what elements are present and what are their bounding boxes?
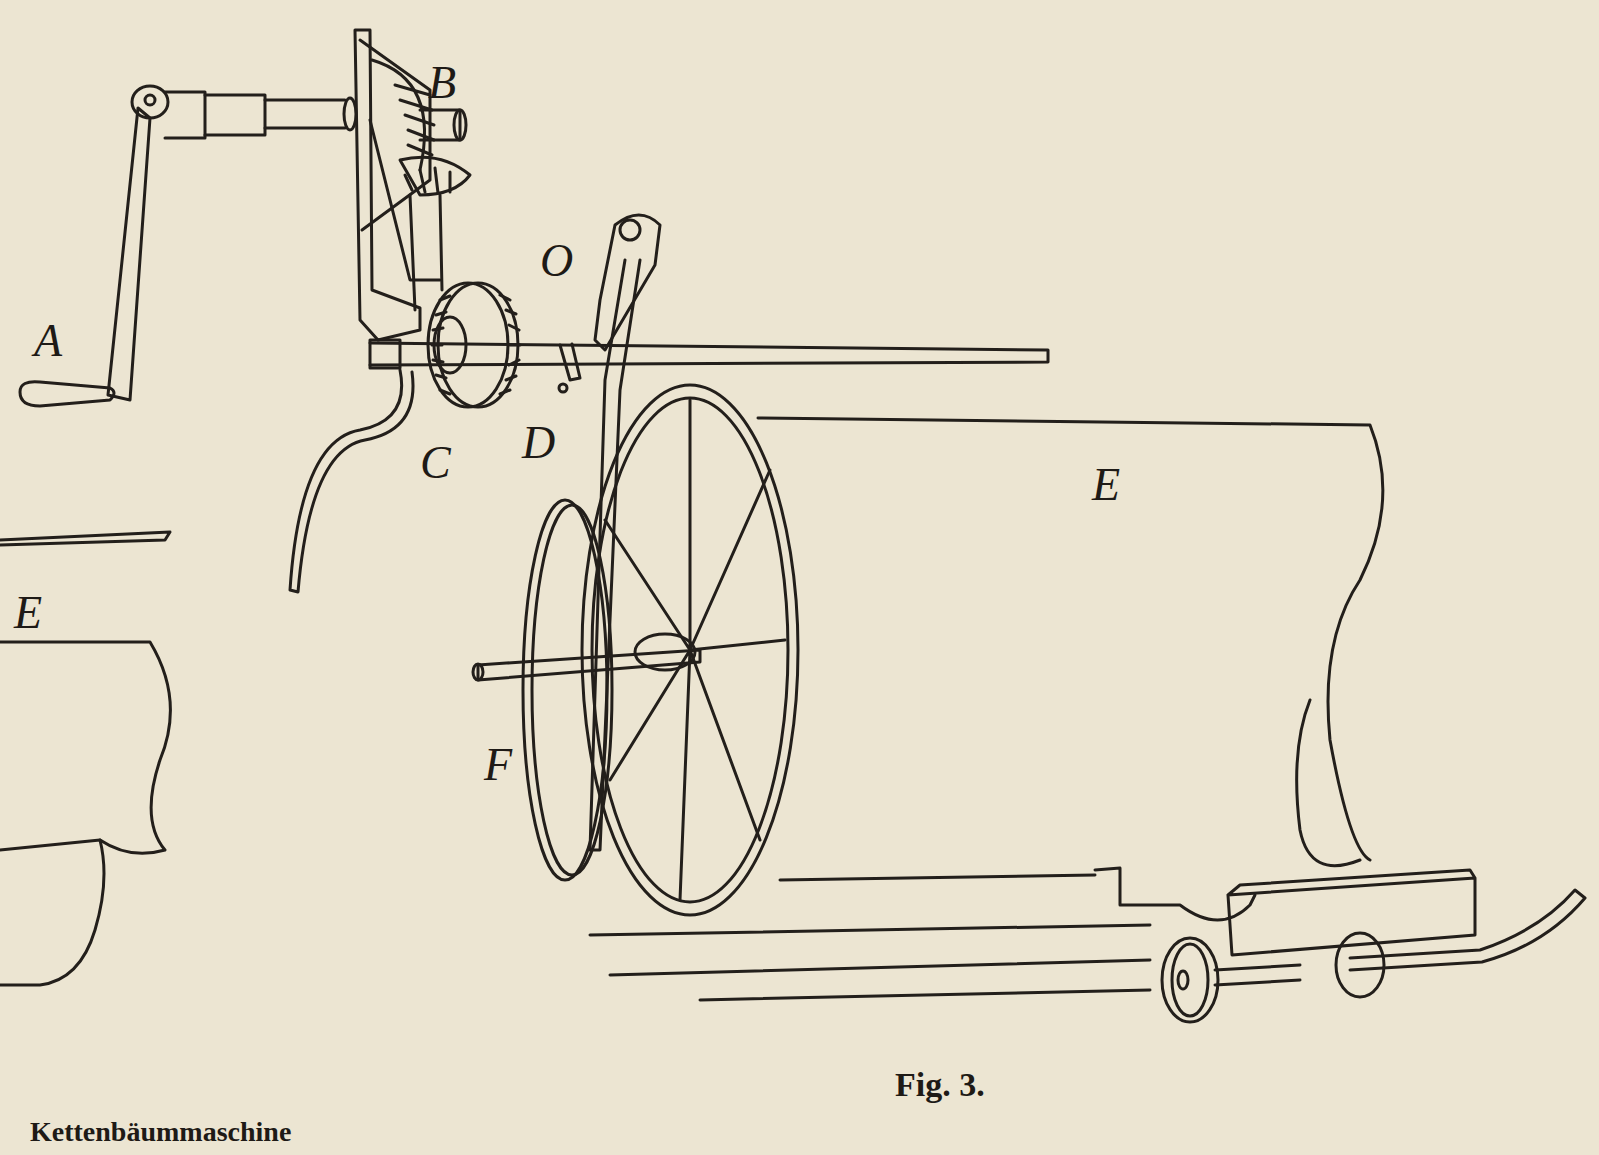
figure-title: Kettenbäummaschine <box>30 1118 291 1146</box>
part-letter: A <box>34 318 62 364</box>
part-letter: C <box>420 440 451 486</box>
part-letter: E <box>1092 462 1120 508</box>
part-letter: B <box>428 60 456 106</box>
figure-caption: Fig. 3. <box>895 1068 985 1102</box>
part-letter: O <box>540 238 573 284</box>
part-letter: F <box>484 742 512 788</box>
part-letter: E <box>14 590 42 636</box>
part-letter: D <box>522 420 555 466</box>
